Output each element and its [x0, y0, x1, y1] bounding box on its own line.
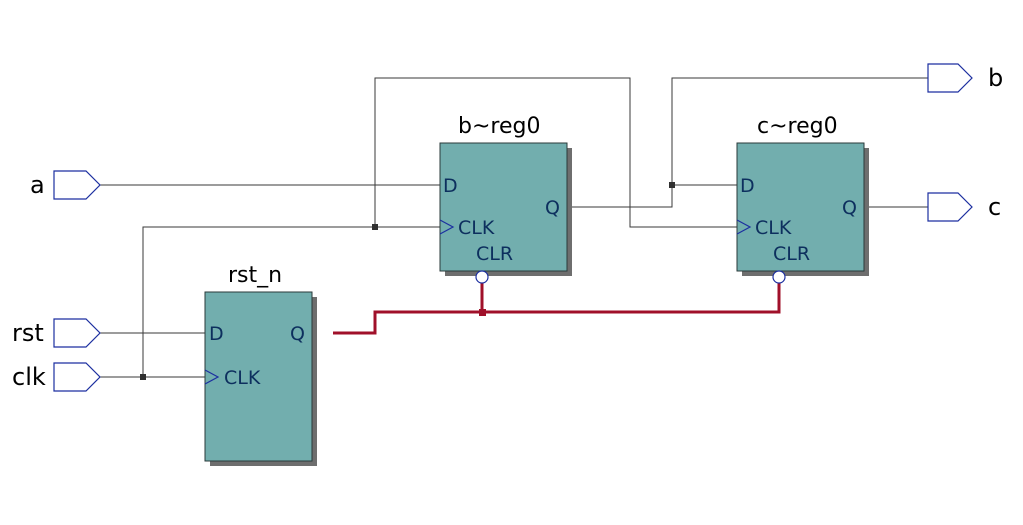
inverter-bubble-icon	[475, 270, 489, 284]
wire-clk	[100, 226, 440, 378]
input-port-clk[interactable]: clk	[12, 362, 101, 392]
wire-reset-net	[333, 283, 781, 335]
output-label-b: b	[988, 64, 1003, 92]
input-label-clk: clk	[12, 363, 46, 391]
block-title-b-reg0: b~reg0	[458, 114, 540, 139]
input-label-rst: rst	[12, 319, 44, 347]
junction-clk-top	[372, 224, 378, 230]
inverter-bubble-icon	[772, 270, 786, 284]
output-label-c: c	[988, 193, 1001, 221]
input-port-rst[interactable]: rst	[12, 318, 101, 348]
clock-marker-icon	[204, 369, 220, 385]
pin-b-reg0-q: Q	[545, 197, 560, 219]
input-port-a[interactable]: a	[30, 170, 101, 200]
input-label-a: a	[30, 171, 45, 199]
pin-c-reg0-q: Q	[842, 197, 857, 219]
wire-b-net	[567, 77, 928, 208]
block-b-reg0[interactable]: b~reg0 D CLK CLR Q	[439, 114, 572, 284]
junction-reset	[479, 309, 486, 316]
pin-b-reg0-d: D	[443, 175, 458, 197]
block-c-reg0[interactable]: c~reg0 D CLK CLR Q	[736, 114, 869, 284]
clock-marker-icon	[439, 219, 455, 235]
pin-b-reg0-clr: CLR	[476, 243, 513, 265]
pin-rst-n-q: Q	[290, 323, 305, 345]
block-title-c-reg0: c~reg0	[757, 114, 838, 139]
pin-rst-n-clk: CLK	[224, 367, 261, 389]
output-port-c[interactable]: c	[927, 192, 1001, 222]
junction-clk-left	[140, 374, 146, 380]
block-rst-n[interactable]: rst_n D CLK Q	[204, 263, 317, 466]
pin-c-reg0-clk: CLK	[755, 217, 792, 239]
pin-c-reg0-d: D	[740, 175, 755, 197]
pin-c-reg0-clr: CLR	[773, 243, 810, 265]
pin-b-reg0-clk: CLK	[458, 217, 495, 239]
junction-b-net	[669, 182, 675, 188]
block-title-rst-n: rst_n	[228, 263, 282, 288]
output-port-b[interactable]: b	[927, 63, 1003, 93]
pin-rst-n-d: D	[209, 323, 224, 345]
wire-loop-top	[374, 77, 737, 228]
clock-marker-icon	[736, 219, 752, 235]
